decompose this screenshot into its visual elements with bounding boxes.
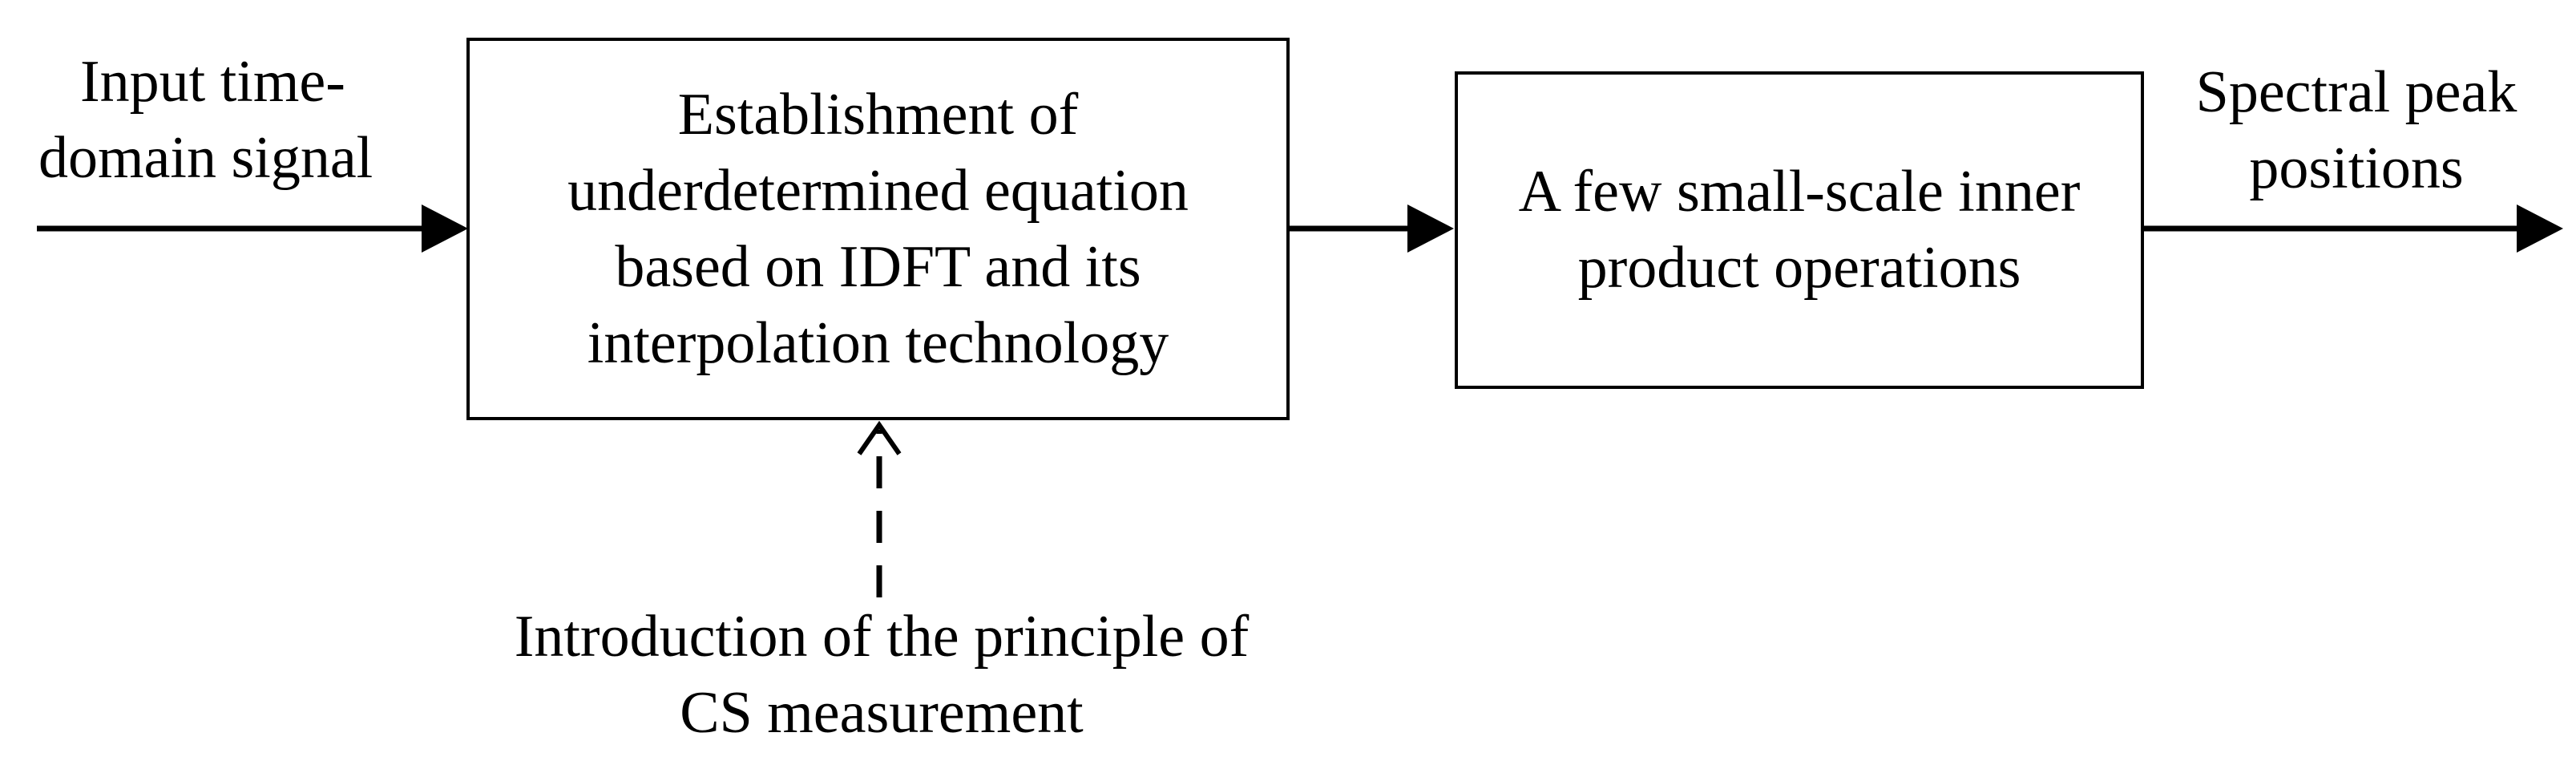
equation-box-line3: based on IDFT and its [615, 233, 1141, 300]
input-label: Input time- domain signal [38, 44, 417, 196]
cs-measurement-label-line1: Introduction of the principle of [514, 604, 1250, 670]
cs-measurement-label: Introduction of the principle of CS meas… [449, 599, 1314, 751]
equation-box-line2: underdetermined equation [567, 157, 1189, 224]
inner-product-box: A few small-scale inner product operatio… [1455, 71, 2144, 389]
dashed-arrow [857, 420, 902, 597]
middle-arrow [1289, 204, 1454, 253]
input-label-line1: Input time- [80, 49, 345, 115]
input-arrow [37, 204, 468, 253]
equation-box-line1: Establishment of [677, 81, 1079, 148]
output-arrow [2143, 204, 2563, 253]
output-label-line2: positions [2249, 136, 2464, 201]
cs-measurement-label-line2: CS measurement [680, 680, 1084, 746]
output-label-line1: Spectral peak [2195, 59, 2517, 125]
inner-product-box-line1: A few small-scale inner [1518, 159, 2081, 225]
input-label-line2: domain signal [38, 125, 373, 191]
inner-product-box-line2: product operations [1577, 235, 2021, 301]
output-label: Spectral peak positions [2164, 55, 2549, 207]
equation-box-line4: interpolation technology [587, 310, 1169, 376]
equation-box: Establishment of underdetermined equatio… [466, 38, 1290, 420]
